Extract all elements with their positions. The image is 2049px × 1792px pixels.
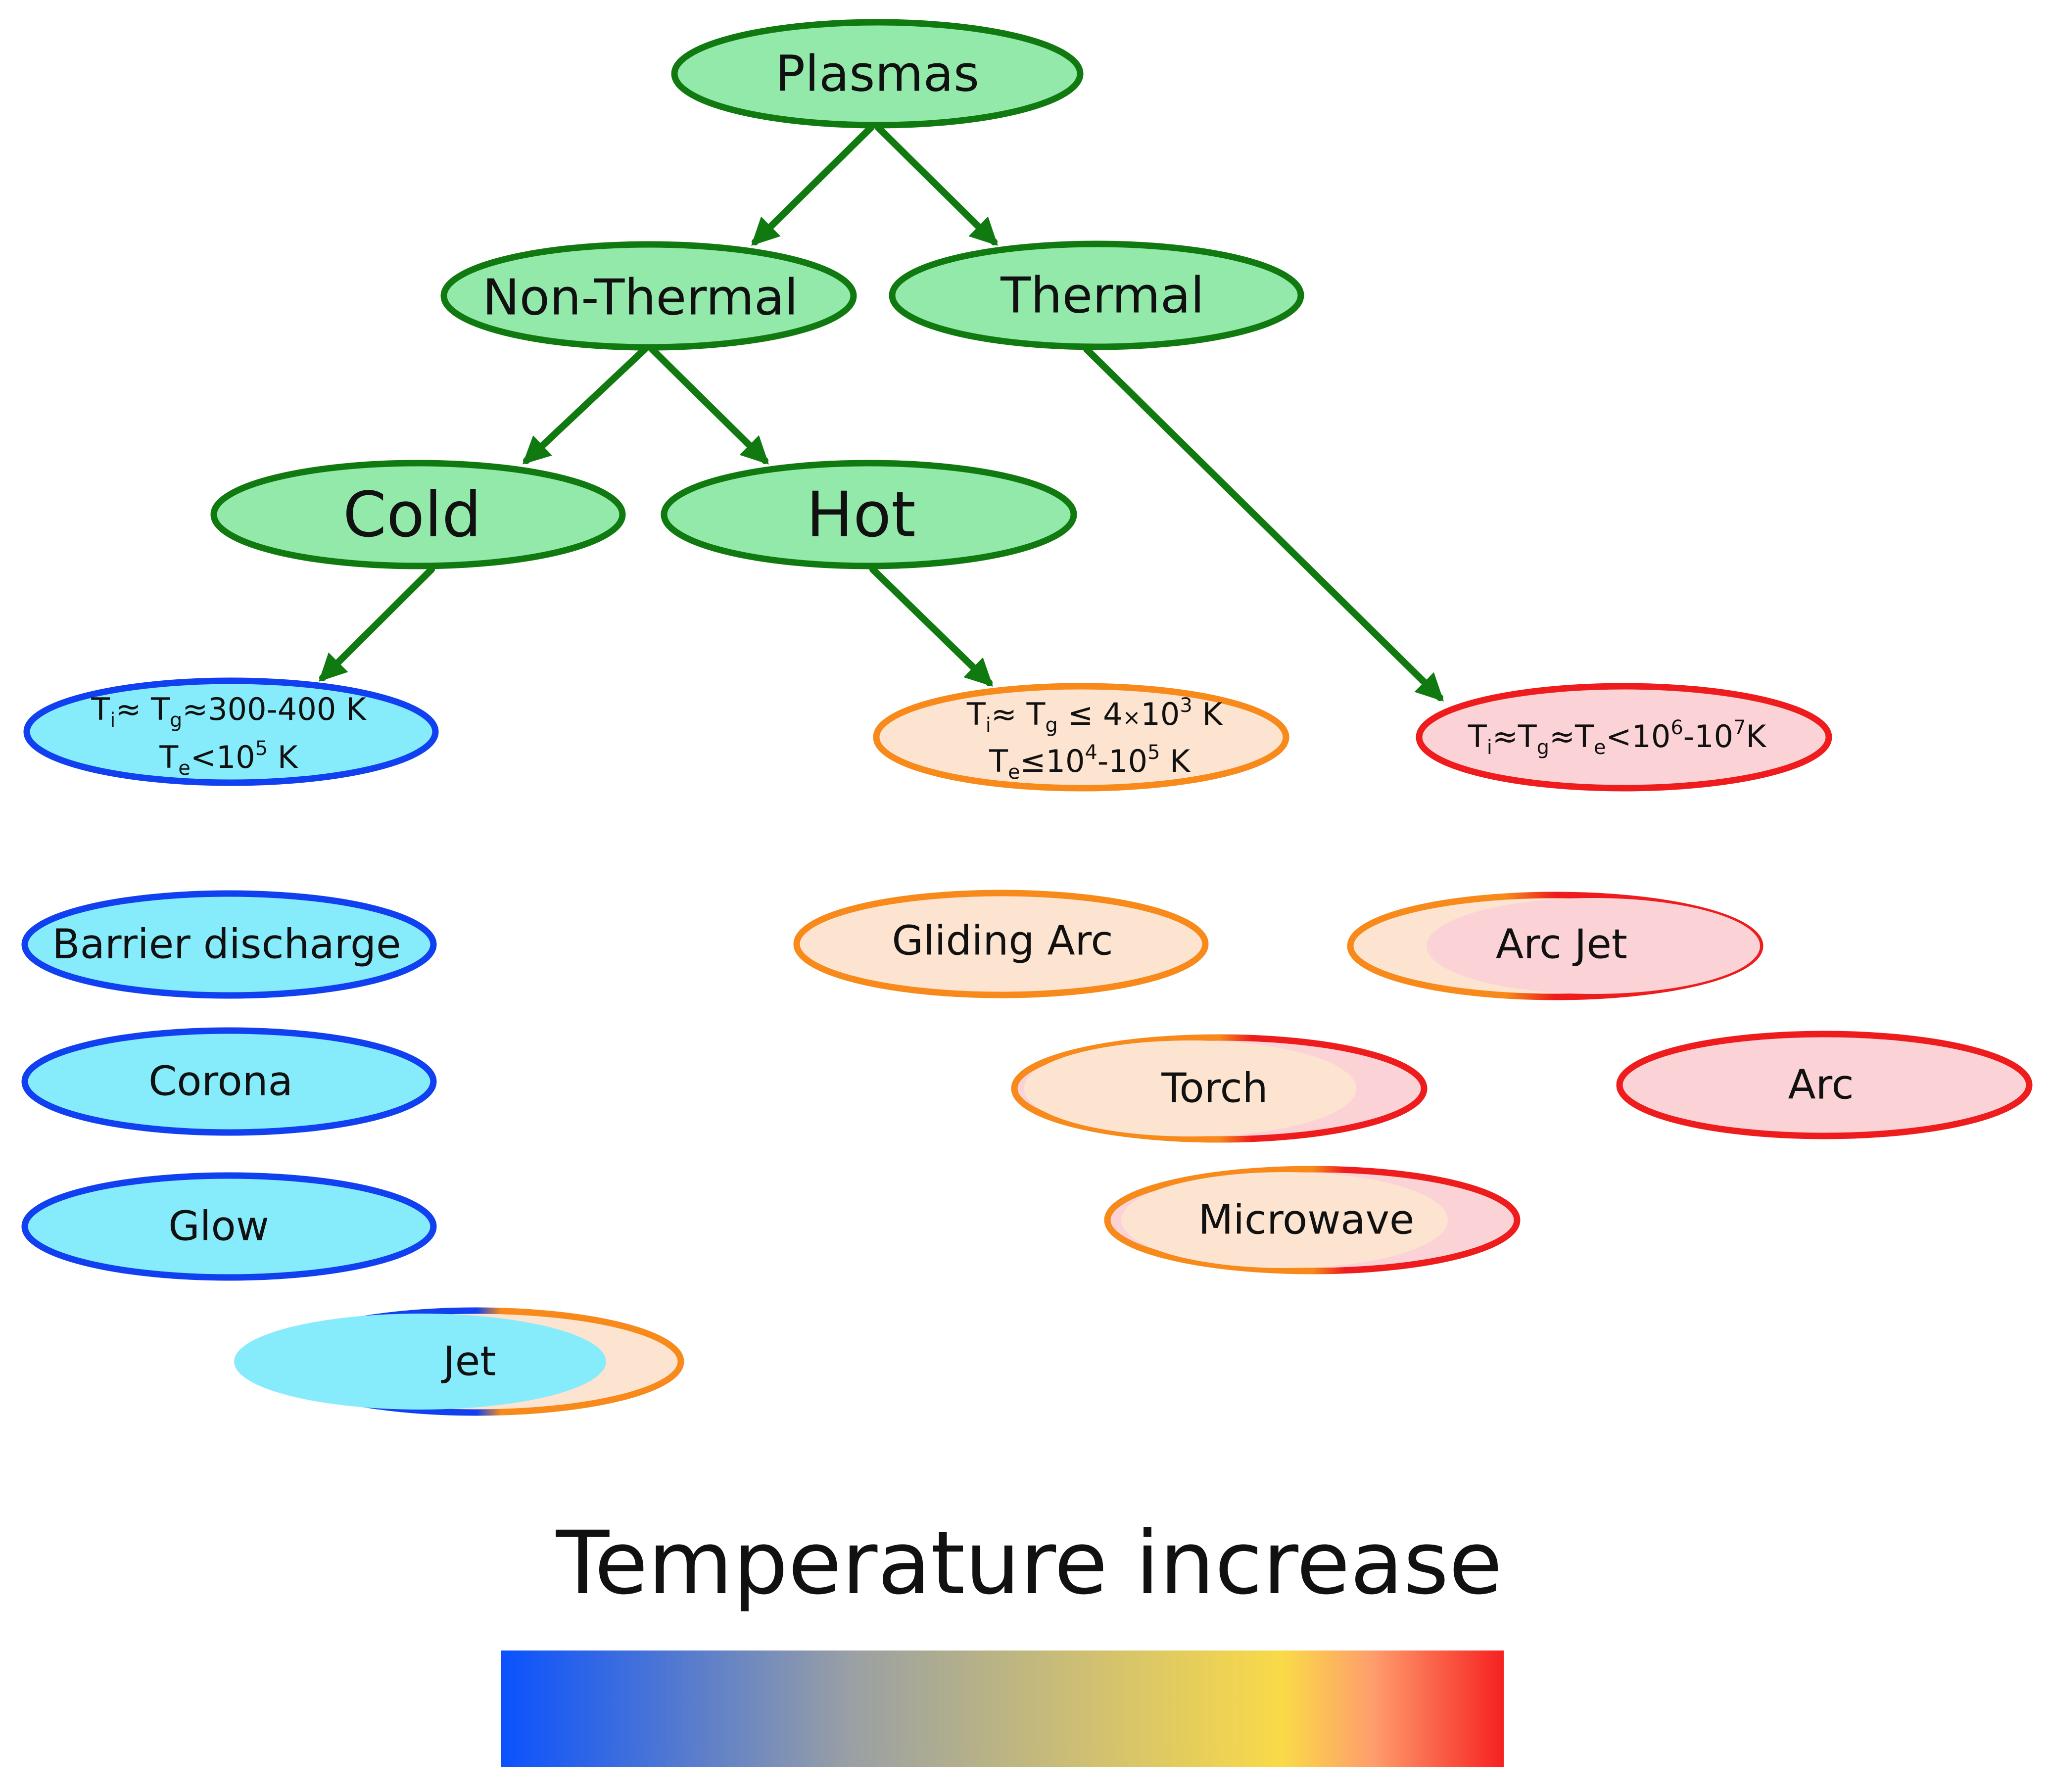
- type-torch-label: Torch: [1161, 1065, 1268, 1112]
- type-torch-inner: [1024, 1040, 1356, 1136]
- node-non-thermal-shape: [440, 241, 857, 351]
- node-cold-label: Cold: [343, 478, 481, 551]
- node-hot-shape: [661, 460, 1077, 569]
- node-hot: Hot: [661, 460, 1077, 569]
- arrow-non-thermal-to-cold: [522, 346, 648, 465]
- type-glow-label: Glow: [168, 1203, 269, 1250]
- node-hot-label: Hot: [806, 478, 915, 551]
- node-cold-shape: [210, 460, 626, 569]
- conditions-thermal-shape: [1416, 683, 1832, 792]
- type-microwave-inner: [1121, 1172, 1448, 1268]
- arrow-thermal-to-conditions: [1083, 346, 1444, 702]
- node-non-thermal-label: Non-Thermal: [482, 269, 798, 327]
- conditions-hot-line2: Te≤104-105 K: [989, 741, 1191, 784]
- type-arc-label: Arc: [1788, 1062, 1854, 1109]
- conditions-cold: Ti≈ Tg≈300-400 K Te<105 K: [23, 677, 439, 786]
- type-arc-jet-inner: [1427, 898, 1760, 994]
- type-torch: Torch: [1011, 1034, 1428, 1143]
- tree-arrows: [319, 124, 1444, 702]
- node-plasmas-label: Plasmas: [775, 45, 979, 103]
- arrow-cold-to-conditions: [319, 566, 435, 682]
- type-gliding-arc: Gliding Arc: [793, 890, 1209, 998]
- conditions-thermal-line1: Ti≈Tg≈Te<106-107K: [1468, 716, 1767, 759]
- type-jet: Jet: [234, 1307, 684, 1416]
- arrow-hot-to-conditions: [869, 566, 994, 687]
- arrow-plasmas-to-non-thermal: [751, 124, 874, 246]
- node-cold: Cold: [210, 460, 626, 569]
- type-barrier-discharge-shape: [21, 890, 437, 999]
- type-microwave-label: Microwave: [1198, 1197, 1415, 1244]
- conditions-hot-line1: Ti≈ Tg ≤ 4×103 K: [966, 694, 1223, 737]
- node-thermal-label: Thermal: [1000, 267, 1204, 325]
- type-jet-inner: [234, 1314, 606, 1410]
- type-barrier-discharge-label: Barrier discharge: [52, 921, 401, 968]
- conditions-cold-shape: [23, 677, 439, 786]
- type-arc-jet: Arc Jet: [1347, 892, 1763, 1000]
- node-plasmas-shape: [671, 19, 1084, 129]
- type-corona-label: Corona: [148, 1058, 293, 1105]
- conditions-thermal: Ti≈Tg≈Te<106-107K: [1416, 683, 1832, 792]
- type-arc-jet-label: Arc Jet: [1496, 921, 1627, 968]
- type-gliding-arc-shape: [793, 890, 1209, 998]
- conditions-hot: Ti≈ Tg ≤ 4×103 K Te≤104-105 K: [873, 683, 1289, 792]
- type-arc-shape: [1616, 1031, 2033, 1139]
- node-thermal-shape: [889, 240, 1304, 350]
- conditions-hot-shape: [873, 683, 1289, 792]
- type-corona-shape: [21, 1027, 437, 1136]
- type-glow: Glow: [21, 1172, 437, 1281]
- type-barrier-discharge: Barrier discharge: [21, 890, 437, 999]
- node-non-thermal: Non-Thermal: [440, 241, 857, 351]
- temperature-legend: Temperature increase: [501, 1512, 1504, 1767]
- type-glow-shape: [21, 1172, 437, 1281]
- conditions-cold-line1: Ti≈ Tg≈300-400 K: [91, 691, 367, 732]
- type-gliding-arc-label: Gliding Arc: [892, 918, 1113, 965]
- type-corona: Corona: [21, 1027, 437, 1136]
- type-microwave: Microwave: [1104, 1166, 1521, 1274]
- legend-title: Temperature increase: [556, 1512, 1503, 1614]
- temperature-gradient-bar: [501, 1651, 1504, 1767]
- conditions-cold-line2: Te<105 K: [159, 737, 298, 780]
- arrow-plasmas-to-thermal: [875, 124, 998, 246]
- type-arc: Arc: [1616, 1031, 2033, 1139]
- node-thermal: Thermal: [889, 240, 1304, 350]
- type-jet-label: Jet: [441, 1338, 496, 1385]
- arrow-non-thermal-to-hot: [649, 346, 769, 465]
- node-plasmas: Plasmas: [671, 19, 1084, 129]
